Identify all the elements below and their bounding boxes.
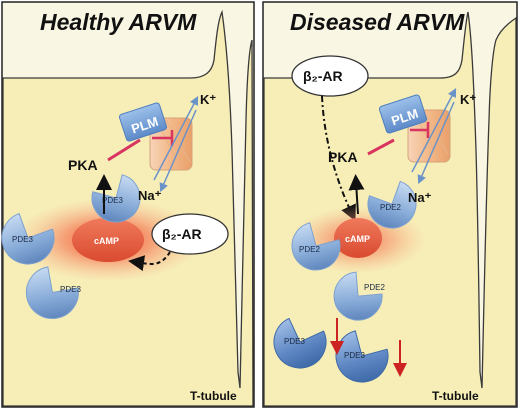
b2ar-label-diseased: β₂-AR xyxy=(303,68,343,84)
k-ion-arrow-diseased xyxy=(411,88,457,173)
k-ion-label: K⁺ xyxy=(200,92,216,107)
pde3-left-label: PDE3 xyxy=(12,235,33,244)
diseased-title: Diseased ARVM xyxy=(290,9,465,35)
na-ion-arrow-diseased xyxy=(417,101,455,185)
pde2-bottom-label: PDE2 xyxy=(364,283,385,292)
pde3-bottom: PDE3 xyxy=(25,266,81,319)
b2ar-to-camp-arrow-diseased xyxy=(321,95,356,222)
k-ion-arrow xyxy=(153,96,199,181)
pde2-top-label: PDE2 xyxy=(380,203,401,212)
camp-ellipse xyxy=(72,218,144,262)
pde3-lower-left-label: PDE3 xyxy=(284,337,305,346)
plm-box-diseased: PLM xyxy=(378,94,428,134)
pde2-left-label: PDE2 xyxy=(299,245,320,254)
pde2-top: PDE2 xyxy=(367,180,417,229)
camp-label-diseased: cAMP xyxy=(345,234,370,244)
diseased-panel: Diseased ARVM β₂-AR cAMP PDE2 PDE2 PDE2 … xyxy=(262,1,518,408)
pde3-top-label: PDE3 xyxy=(102,196,123,205)
pka-to-plm-line-diseased xyxy=(367,138,395,156)
camp-to-pka-arrow-diseased xyxy=(348,174,365,215)
b2ar-label: β₂-AR xyxy=(162,226,202,242)
healthy-panel: Healthy ARVM cAMP PDE3 PDE3 PDE3 PKA xyxy=(1,1,255,408)
na-ion-label: Na⁺ xyxy=(138,188,162,203)
k-ion-label-diseased: K⁺ xyxy=(460,92,476,107)
b2ar-to-camp-arrow xyxy=(128,251,171,272)
na-ion-arrow xyxy=(159,109,197,193)
pde2-bottom: PDE2 xyxy=(333,271,385,321)
plm-box: PLM xyxy=(118,102,168,142)
pka-label-diseased: PKA xyxy=(328,149,358,165)
ttubule-label-diseased: T-tubule xyxy=(432,389,479,403)
b2ar-receptor-diseased xyxy=(291,55,369,97)
camp-ellipse-diseased xyxy=(334,218,382,258)
pde3-bottom-label: PDE3 xyxy=(60,285,81,294)
pka-to-plm-line xyxy=(107,138,141,162)
na-ion-label-diseased: Na⁺ xyxy=(408,190,432,205)
b2ar-receptor xyxy=(151,213,229,255)
pde3-lower-right-label: PDE3 xyxy=(344,351,365,360)
pde3-left: PDE3 xyxy=(1,212,55,265)
ttubule-label: T-tubule xyxy=(190,389,237,403)
pde2-left: PDE2 xyxy=(291,222,341,271)
camp-label: cAMP xyxy=(94,236,119,246)
pde3-lower-left: PDE3 xyxy=(273,317,327,369)
pka-label: PKA xyxy=(68,157,98,173)
healthy-title: Healthy ARVM xyxy=(40,9,197,35)
